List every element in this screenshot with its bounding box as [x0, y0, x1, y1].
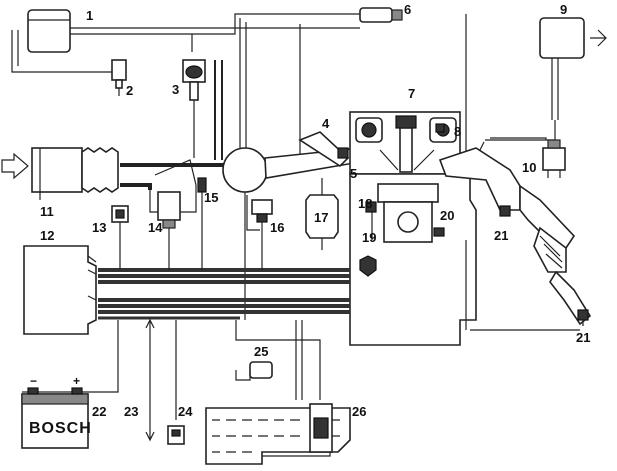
- battery-plus-label: +: [73, 374, 80, 388]
- label-1: 1: [86, 8, 93, 23]
- component-21-oxygen-sensor-1: [499, 205, 511, 217]
- label-7: 7: [408, 86, 415, 101]
- label-26: 26: [352, 404, 366, 419]
- component-22-battery: − + BOSCH: [21, 374, 92, 449]
- top-lines: [11, 13, 467, 240]
- label-20: 20: [440, 208, 454, 223]
- component-1-canister: [27, 9, 71, 53]
- component-4-injector: [298, 131, 350, 168]
- label-22: 22: [92, 404, 106, 419]
- label-16: 16: [270, 220, 284, 235]
- component-2-valve: [111, 59, 127, 96]
- label-11: 11: [40, 204, 54, 219]
- label-10: 10: [522, 160, 536, 175]
- component-14-idle-valve: [149, 159, 197, 229]
- component-21-oxygen-sensor-2: [577, 309, 589, 326]
- label-4: 4: [322, 116, 330, 131]
- label-12: 12: [40, 228, 54, 243]
- label-17: 17: [314, 210, 328, 225]
- component-25-sensor: [235, 361, 273, 381]
- label-2: 2: [126, 83, 133, 98]
- label-19: 19: [362, 230, 376, 245]
- component-26-fuel-tank: [205, 403, 351, 465]
- component-3-regulator: [182, 59, 206, 101]
- component-16-valve: [246, 195, 273, 232]
- label-8: 8: [454, 124, 461, 139]
- label-24: 24: [178, 404, 193, 419]
- component-13-switch: [111, 205, 129, 223]
- label-6: 6: [404, 2, 411, 17]
- label-25: 25: [254, 344, 268, 359]
- intake-plenum: [222, 147, 361, 320]
- label-18: 18: [358, 196, 372, 211]
- component-10-sensor: [485, 120, 566, 178]
- component-18-sensor: [365, 201, 377, 213]
- component-20-sensor: [433, 227, 445, 237]
- component-17-fuel-filter: [305, 178, 339, 250]
- battery-brand-text: BOSCH: [29, 420, 92, 437]
- wiring-harness: [22, 192, 350, 442]
- component-8-sensor: [435, 123, 445, 133]
- label-23: 23: [124, 404, 138, 419]
- label-14: 14: [148, 220, 163, 235]
- component-24-ground: [167, 425, 185, 445]
- exhaust-system: [438, 137, 592, 331]
- component-12-ecu: [23, 245, 97, 335]
- component-9-module: [539, 17, 607, 120]
- component-11-air-intake: [1, 147, 230, 200]
- label-15: 15: [204, 190, 218, 205]
- label-21-upper: 21: [494, 228, 508, 243]
- component-19-sensor: [359, 255, 377, 277]
- component-6-sensor: [359, 7, 403, 23]
- label-9: 9: [560, 2, 567, 17]
- label-5: 5: [350, 166, 357, 181]
- number-labels: 1 2 3 4 5 6 7 8 9 10 11 12 13 14 15 16 1…: [40, 2, 590, 419]
- label-21-lower: 21: [576, 330, 590, 345]
- label-3: 3: [172, 82, 179, 97]
- battery-minus-label: −: [30, 374, 37, 388]
- engine-block: [349, 173, 477, 346]
- label-13: 13: [92, 220, 106, 235]
